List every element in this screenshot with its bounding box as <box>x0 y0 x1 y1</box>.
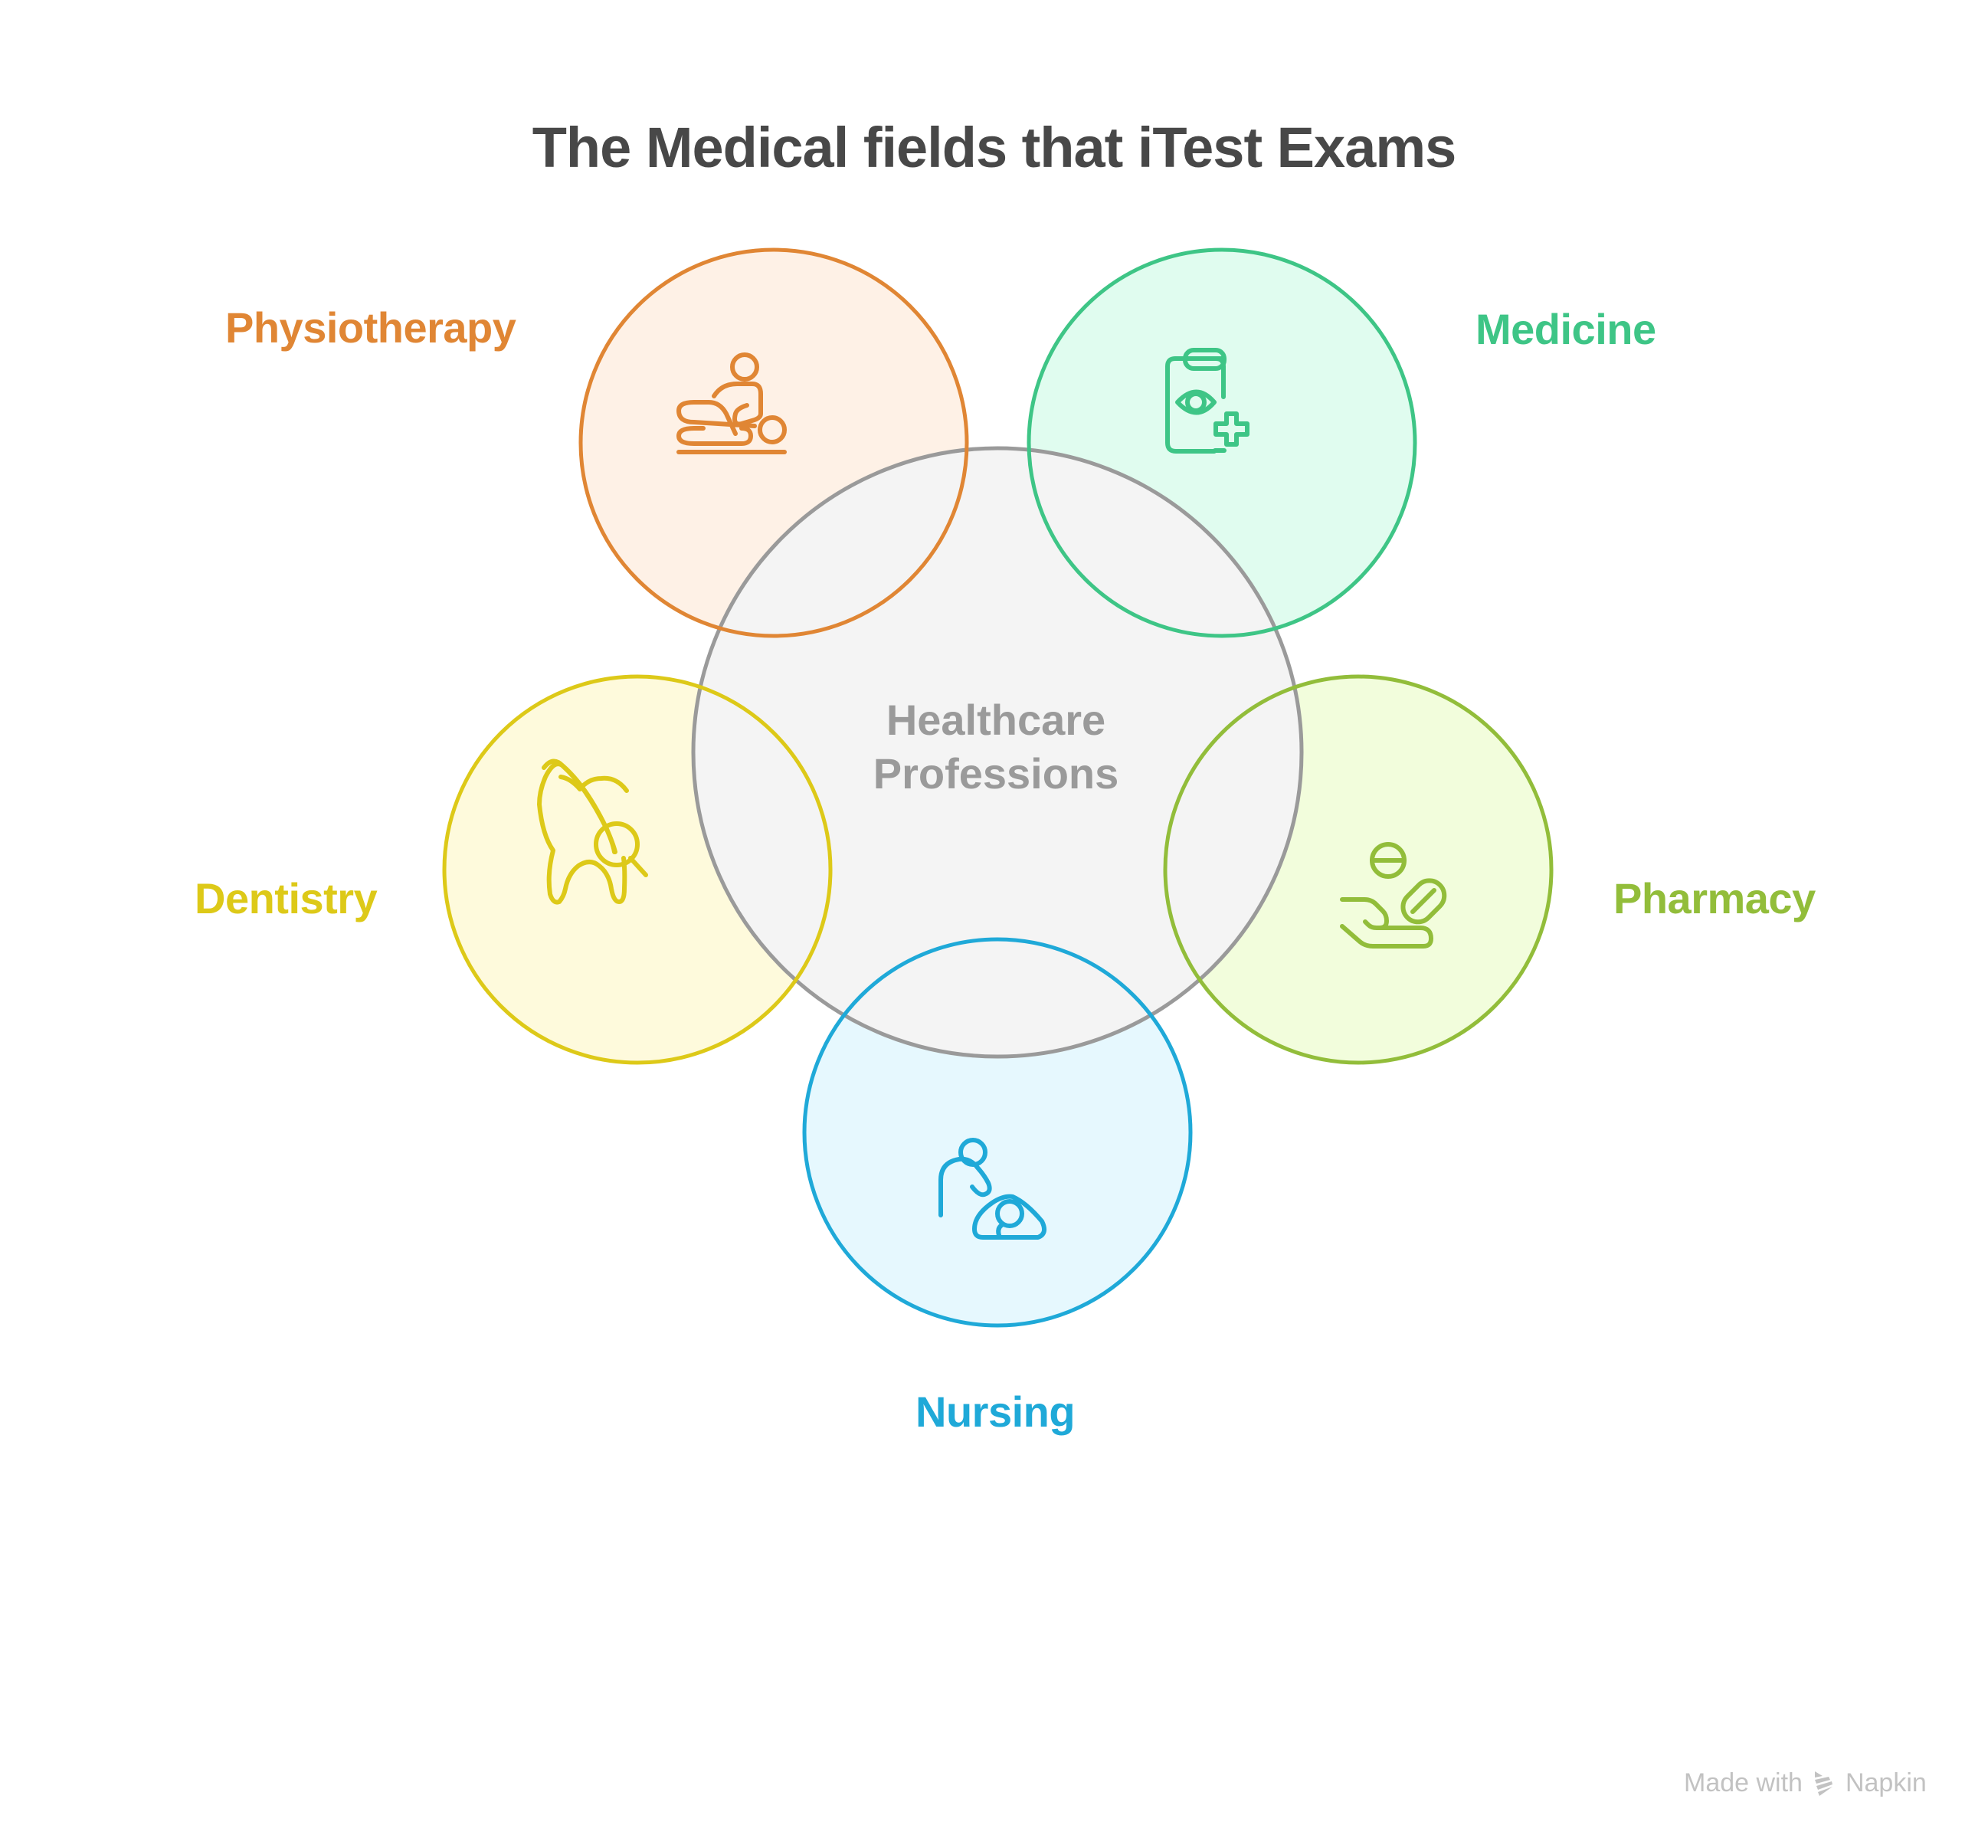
center-circle <box>691 446 1304 1059</box>
watermark-prefix: Made with <box>1684 1768 1803 1797</box>
nursing-label: Nursing <box>915 1388 1076 1436</box>
tooth-magnifier-icon <box>537 759 648 905</box>
pharmacy-label: Pharmacy <box>1613 874 1816 922</box>
medicine-circle-outline <box>1027 247 1417 638</box>
medicine-label: Medicine <box>1475 305 1656 353</box>
physiotherapy-circle-outline <box>578 247 969 638</box>
diagram-title: The Medical fields that iTest Exams <box>532 116 1457 179</box>
dentistry-label: Dentistry <box>195 874 378 922</box>
nursing-circle-outline <box>802 937 1193 1328</box>
hand-pills-icon <box>1340 842 1447 949</box>
massage-therapy-icon <box>676 352 787 454</box>
physiotherapy-label: Physiotherapy <box>225 303 516 352</box>
dentistry-circle-outline <box>442 674 833 1065</box>
napkin-logo-icon <box>1814 1771 1832 1796</box>
watermark-brand: Napkin <box>1845 1768 1927 1797</box>
watermark: Made with Napkin <box>1684 1768 1927 1798</box>
center-label-line-1: Healthcare <box>886 696 1106 744</box>
center-label: Healthcare Professions <box>843 693 1149 801</box>
pharmacy-circle-outline <box>1163 674 1554 1065</box>
clipboard-eye-medical-cross-icon <box>1165 348 1249 454</box>
center-label-line-2: Professions <box>873 749 1119 798</box>
nurse-baby-care-icon <box>938 1138 1047 1240</box>
